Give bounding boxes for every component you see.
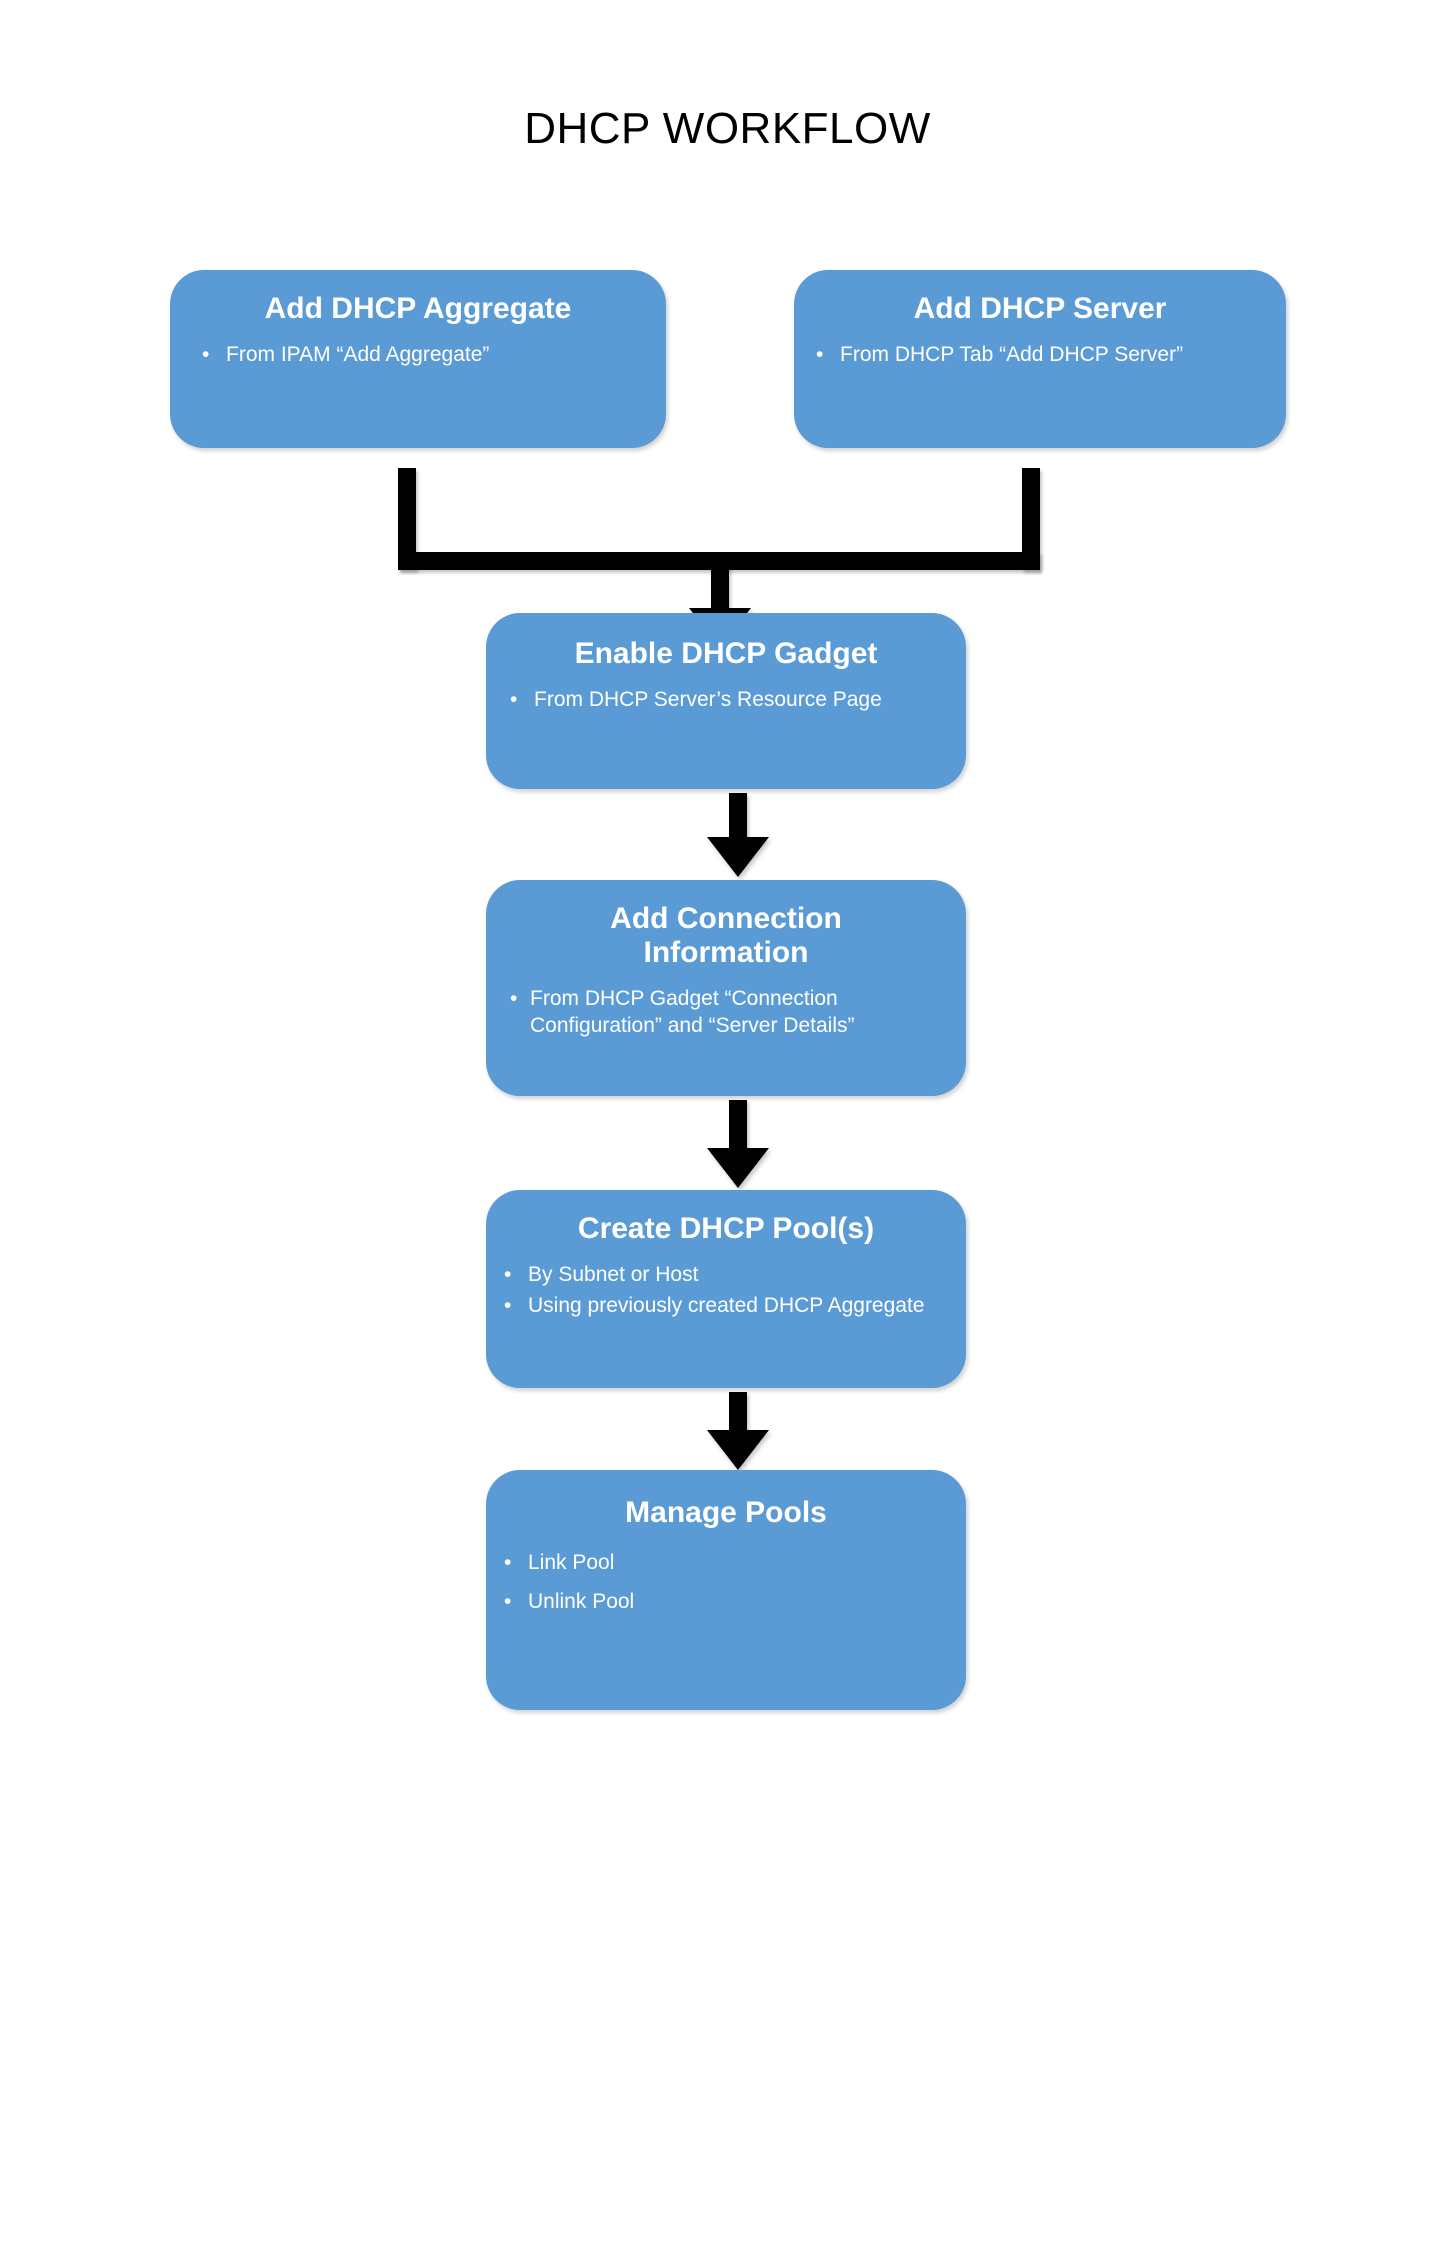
bullet-dot-icon: • bbox=[816, 343, 824, 367]
connector-gadget-to-connection bbox=[707, 793, 771, 879]
bullet-text: Unlink Pool bbox=[528, 1590, 635, 1614]
connector-pools-to-manage bbox=[707, 1392, 771, 1474]
bullet-dot-icon: • bbox=[510, 688, 518, 712]
connector-connection-to-pools bbox=[707, 1100, 771, 1192]
bullet-text: From DHCP Server’s Resource Page bbox=[534, 688, 882, 712]
bullet-dot-icon: • bbox=[504, 1294, 512, 1318]
node-bullet-list: • Link Pool • Unlink Pool bbox=[486, 1550, 966, 1616]
node-bullet-list: • From DHCP Gadget “Connection Configura… bbox=[486, 986, 966, 1040]
bullet-item: • Link Pool bbox=[494, 1550, 966, 1577]
connector-down-stem bbox=[711, 552, 729, 620]
node-add-dhcp-server[interactable]: Add DHCP Server • From DHCP Tab “Add DHC… bbox=[794, 270, 1286, 448]
page-title: DHCP WORKFLOW bbox=[524, 104, 931, 153]
bullet-text: By Subnet or Host bbox=[528, 1263, 699, 1287]
bullet-dot-icon: • bbox=[510, 987, 518, 1011]
connector-merge-to-enable-gadget bbox=[0, 440, 1455, 648]
node-bullet-list: • By Subnet or Host • Using previously c… bbox=[486, 1262, 966, 1320]
arrow-head-icon bbox=[707, 1148, 769, 1188]
connector-stem bbox=[729, 793, 747, 841]
node-title: Enable DHCP Gadget bbox=[574, 637, 878, 670]
arrow-head-icon bbox=[707, 1430, 769, 1470]
node-create-dhcp-pools[interactable]: Create DHCP Pool(s) • By Subnet or Host … bbox=[486, 1190, 966, 1388]
bullet-dot-icon: • bbox=[504, 1590, 512, 1614]
connector-stem bbox=[729, 1392, 747, 1434]
arrow-head-icon bbox=[707, 837, 769, 877]
bullet-item: • Unlink Pool bbox=[494, 1589, 966, 1616]
bullet-text: Link Pool bbox=[528, 1551, 615, 1575]
node-title: Manage Pools bbox=[625, 1496, 827, 1529]
bullet-item: • Using previously created DHCP Aggregat… bbox=[494, 1293, 966, 1320]
node-bullet-list: • From DHCP Server’s Resource Page bbox=[486, 687, 966, 714]
bullet-dot-icon: • bbox=[504, 1263, 512, 1287]
node-bullet-list: • From DHCP Tab “Add DHCP Server” bbox=[794, 342, 1286, 369]
bullet-item: • From DHCP Tab “Add DHCP Server” bbox=[806, 342, 1286, 369]
node-manage-pools[interactable]: Manage Pools • Link Pool • Unlink Pool bbox=[486, 1470, 966, 1710]
bullet-item: • From IPAM “Add Aggregate” bbox=[192, 342, 666, 369]
connector-stem bbox=[729, 1100, 747, 1152]
node-title-line-2: Information bbox=[643, 936, 809, 970]
connector-left-stem bbox=[398, 468, 416, 570]
node-title: Add DHCP Server bbox=[913, 292, 1167, 325]
bullet-item: • By Subnet or Host bbox=[494, 1262, 966, 1289]
bullet-item: • From DHCP Gadget “Connection Configura… bbox=[500, 986, 966, 1040]
bullet-text: From DHCP Tab “Add DHCP Server” bbox=[840, 343, 1184, 367]
bullet-dot-icon: • bbox=[202, 343, 210, 367]
bullet-text: From IPAM “Add Aggregate” bbox=[226, 343, 490, 367]
bullet-item: • From DHCP Server’s Resource Page bbox=[500, 687, 966, 714]
node-title-line-1: Add Connection bbox=[610, 902, 842, 935]
node-add-connection-information[interactable]: Add Connection Information • From DHCP G… bbox=[486, 880, 966, 1096]
node-add-dhcp-aggregate[interactable]: Add DHCP Aggregate • From IPAM “Add Aggr… bbox=[170, 270, 666, 448]
node-title: Create DHCP Pool(s) bbox=[577, 1212, 875, 1245]
bullet-text: From DHCP Gadget “Connection Configurati… bbox=[530, 987, 855, 1038]
node-enable-dhcp-gadget[interactable]: Enable DHCP Gadget • From DHCP Server’s … bbox=[486, 613, 966, 789]
bullet-text: Using previously created DHCP Aggregate bbox=[528, 1294, 925, 1318]
node-title: Add Connection Information bbox=[486, 902, 966, 970]
connector-right-stem bbox=[1022, 468, 1040, 570]
node-title: Add DHCP Aggregate bbox=[264, 292, 572, 325]
bullet-dot-icon: • bbox=[504, 1551, 512, 1575]
connector-horizontal-bar bbox=[398, 552, 1040, 570]
node-bullet-list: • From IPAM “Add Aggregate” bbox=[170, 342, 666, 369]
